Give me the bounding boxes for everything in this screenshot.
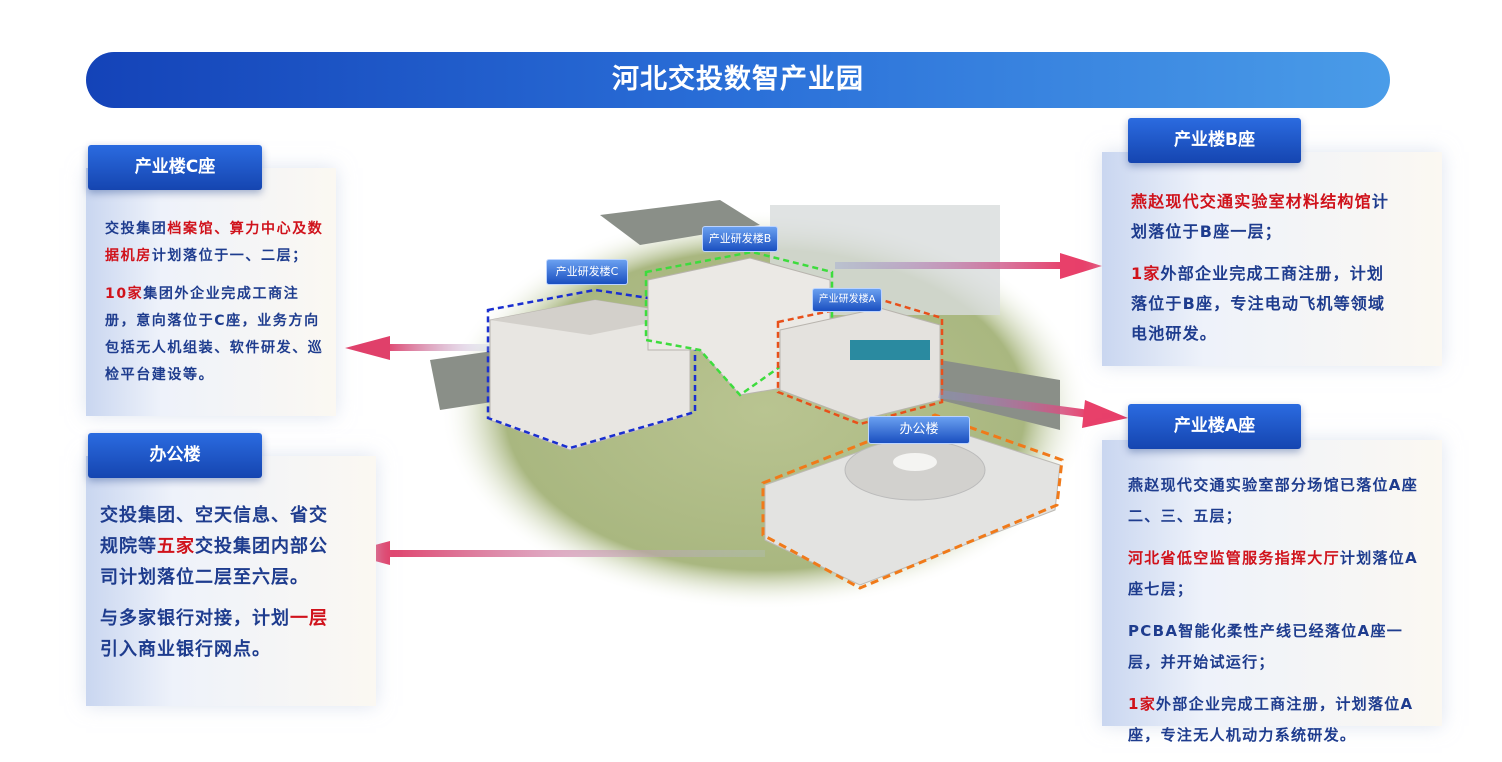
arrow-to-c-panel xyxy=(345,336,490,360)
panel-a-background xyxy=(1102,440,1442,726)
highlight-text: 1家 xyxy=(1128,695,1157,713)
highlight-text: 五家 xyxy=(157,536,195,557)
panel-a-text: 燕赵现代交通实验室部分场馆已落位A座二、三、五层； 河北省低空监管服务指挥大厅计划… xyxy=(1128,470,1426,762)
paragraph: 与多家银行对接，计划一层引入商业银行网点。 xyxy=(100,603,330,665)
map-tag-a: 产业研发楼A xyxy=(812,288,882,312)
body-text: 引入商业银行网点。 xyxy=(100,639,271,660)
building-c-outline xyxy=(486,288,697,450)
body-text: 计划落位A座七层； xyxy=(1128,549,1419,598)
body-text: 计划落位于B座一层； xyxy=(1131,192,1390,241)
paragraph: 10家集团外企业完成工商注册，意向落位于C座，业务方向包括无人机组装、软件研发、… xyxy=(105,281,327,389)
paragraph: PCBA智能化柔性产线已经落位A座一层，并开始试运行； xyxy=(1128,616,1426,678)
panel-c-text: 交投集团档案馆、算力中心及数据机房计划落位于一、二层； 10家集团外企业完成工商注… xyxy=(105,216,327,400)
map-tag-office: 办公楼 xyxy=(868,416,970,444)
highlight-text: 档案馆、算力中心及数据机房 xyxy=(105,221,324,264)
road xyxy=(430,200,1060,430)
paragraph: 河北省低空监管服务指挥大厅计划落位A座七层； xyxy=(1128,543,1426,605)
highlight-text: 1家 xyxy=(1131,264,1161,283)
paragraph: 交投集团档案馆、算力中心及数据机房计划落位于一、二层； xyxy=(105,216,327,270)
body-text: 计划落位于一、二层； xyxy=(151,248,308,264)
page-title: 河北交投数智产业园 xyxy=(86,52,1390,108)
highlight-text: 燕赵现代交通实验室材料结构馆 xyxy=(1131,192,1372,211)
panel-b-background xyxy=(1102,152,1442,366)
arrow-to-a-panel xyxy=(938,390,1128,428)
paragraph: 交投集团、空天信息、省交规院等五家交投集团内部公司计划落位二层至六层。 xyxy=(100,500,330,593)
highlight-text: 一层 xyxy=(290,608,328,629)
body-text: 交投集团、空天信息、省交规院等 xyxy=(100,505,328,557)
panel-office-text: 交投集团、空天信息、省交规院等五家交投集团内部公司计划落位二层至六层。与多家银行… xyxy=(100,500,330,675)
paragraph: 1家外部企业完成工商注册，计划落位A座，专注无人机动力系统研发。 xyxy=(1128,689,1426,751)
paragraph: 1家外部企业完成工商注册，计划落位于B座，专注电动飞机等领域电池研发。 xyxy=(1131,259,1393,349)
map-tag-c: 产业研发楼C xyxy=(546,259,628,285)
building-a-outline xyxy=(776,298,944,426)
label-building-a: 产业楼A座 xyxy=(1128,404,1301,449)
map-tag-b: 产业研发楼B xyxy=(702,226,778,252)
panel-office-background xyxy=(86,456,376,706)
label-office-building: 办公楼 xyxy=(88,433,262,478)
arrow-to-b-panel xyxy=(835,253,1102,279)
label-building-c: 产业楼C座 xyxy=(88,145,262,190)
body-text: 外部企业完成工商注册，计划落位于B座，专注电动飞机等领域电池研发。 xyxy=(1131,264,1386,343)
body-text: 燕赵现代交通实验室部分场馆已落位A座二、三、五层； xyxy=(1128,476,1419,525)
panel-c-background xyxy=(86,168,336,416)
office-outline xyxy=(761,413,1064,590)
body-text: 与多家银行对接，计划 xyxy=(100,608,290,629)
highlight-text: 河北省低空监管服务指挥大厅 xyxy=(1128,549,1340,567)
label-building-b: 产业楼B座 xyxy=(1128,118,1301,163)
body-text: 交投集团内部公司计划落位二层至六层。 xyxy=(100,536,328,588)
paragraph: 燕赵现代交通实验室部分场馆已落位A座二、三、五层； xyxy=(1128,470,1426,532)
body-text: 集团外企业完成工商注册，意向落位于C座，业务方向包括无人机组装、软件研发、巡检平… xyxy=(105,286,324,383)
body-text: PCBA智能化柔性产线已经落位A座一层，并开始试运行； xyxy=(1128,622,1404,671)
paragraph: 燕赵现代交通实验室材料结构馆计划落位于B座一层； xyxy=(1131,187,1393,247)
body-text: 交投集团 xyxy=(105,221,168,237)
highlight-text: 10家 xyxy=(105,286,144,302)
panel-b-text: 燕赵现代交通实验室材料结构馆计划落位于B座一层； 1家外部企业完成工商注册，计划落… xyxy=(1131,187,1393,361)
body-text: 外部企业完成工商注册，计划落位A座，专注无人机动力系统研发。 xyxy=(1128,695,1414,744)
